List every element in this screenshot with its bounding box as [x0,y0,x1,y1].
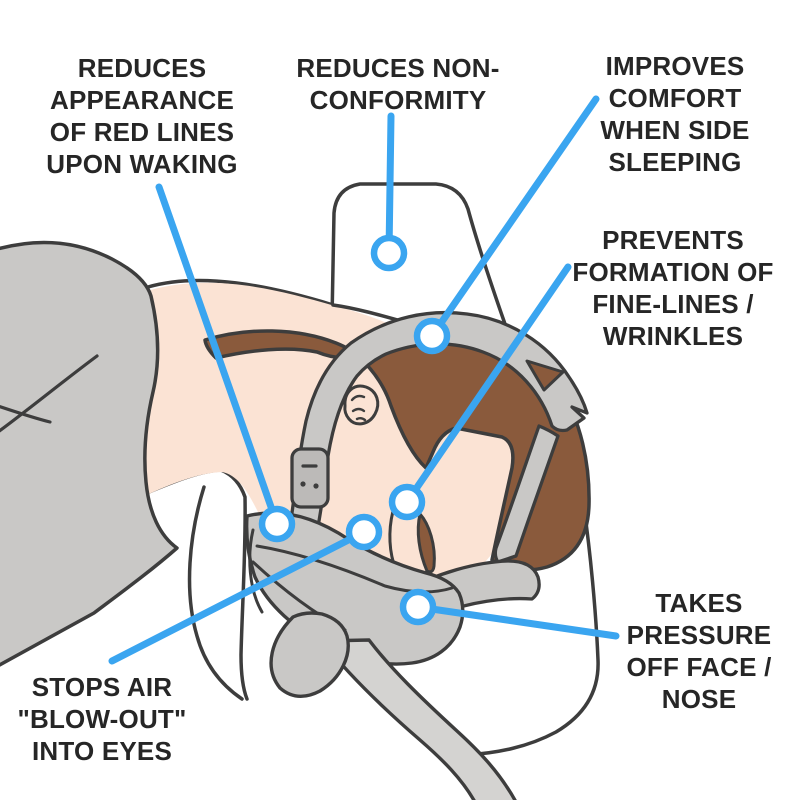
pillow-wedge-left-edge [187,485,244,701]
label-line: OFF FACE / [626,652,772,682]
pillow-top-lobe [329,182,507,375]
label-line: COMFORT [608,83,742,113]
label-line: WRINKLES [602,321,744,351]
callout-line-takes-pressure [414,603,620,640]
ear [343,384,380,426]
chin-and-pillow-fold-line [135,468,249,701]
label-line: TAKES [655,588,743,618]
label-line: OF RED LINES [49,117,235,147]
buckle-dot [300,481,306,487]
pillow-right-edge [464,506,600,757]
label-line: FORMATION OF [572,257,774,287]
label-line: SLEEPING [608,147,742,177]
label-improves-comfort: IMPROVES COMFORT WHEN SIDE SLEEPING [555,50,795,178]
label-reduces-non-conformity: REDUCES NON- CONFORMITY [278,52,518,116]
label-line: NOSE [661,684,737,714]
label-line: INTO EYES [31,736,173,766]
callout-marker-cheek [388,483,426,521]
strap-buckle [290,447,330,509]
callout-line-red-lines [155,183,281,528]
pillow-squish-curve [146,278,335,307]
label-line: REDUCES [77,53,207,83]
shoulder-body [0,240,179,667]
closed-eye [416,510,436,574]
mask-crease-line [255,544,454,594]
label-line: UPON WAKING [46,149,238,179]
label-takes-pressure: TAKES PRESSURE OFF FACE / NOSE [579,587,800,715]
buckle-dot [313,483,319,489]
label-line: "BLOW-OUT" [17,704,187,734]
callout-marker-pillow [370,234,408,272]
label-line: CONFORMITY [309,85,487,115]
callout-line-non-conformity [385,112,395,257]
label-line: FINE-LINES / [592,289,754,319]
label-line: REDUCES NON- [296,53,500,83]
arm-contour-line-2 [0,404,52,424]
label-line: STOPS AIR [31,672,173,702]
callout-marker-mask-chin [399,588,437,626]
label-prevents-wrinkles: PREVENTS FORMATION OF FINE-LINES / WRINK… [553,224,793,352]
label-line: IMPROVES [605,51,745,81]
callout-marker-nose-strap [258,505,296,543]
label-line: PREVENTS [602,225,744,255]
label-stops-air-blowout: STOPS AIR "BLOW-OUT" INTO EYES [0,671,222,767]
cpap-tube [320,638,517,800]
label-reduces-red-lines: REDUCES APPEARANCE OF RED LINES UPON WAK… [22,52,262,180]
arm-contour-line [0,354,99,433]
mask-cushion-fold [248,528,264,614]
hair-tuft-between-straps [525,359,565,392]
label-line: WHEN SIDE [600,115,750,145]
label-line: APPEARANCE [49,85,235,115]
side-strap [493,424,560,564]
callout-line-improves-comfort [428,95,600,340]
label-line: PRESSURE [626,620,772,650]
chin-strap-loop [269,611,350,698]
callout-markers [258,234,451,626]
callout-line-prevents-wrinkles [403,263,572,506]
callout-marker-head-top [413,317,451,355]
callout-lines [108,95,620,665]
callout-marker-mask-top [345,513,383,551]
callout-line-stops-air [108,528,368,665]
ear-inner-lines [350,394,367,422]
